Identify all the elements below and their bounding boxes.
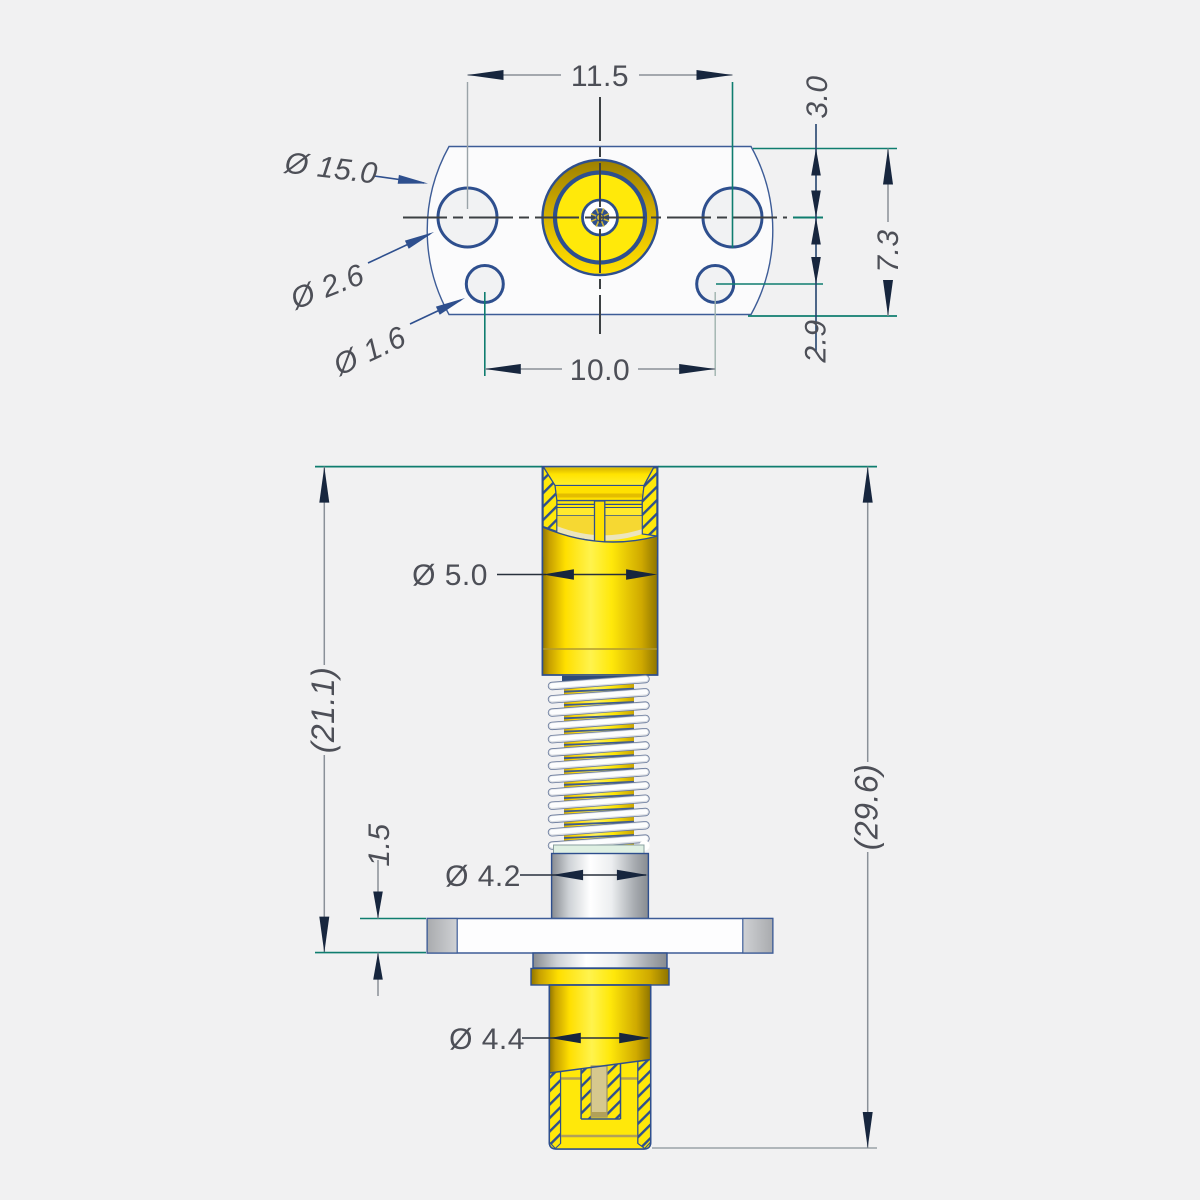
svg-text:11.5: 11.5 [571, 60, 629, 93]
svg-text:2.9: 2.9 [800, 319, 833, 363]
svg-text:7.3: 7.3 [872, 229, 905, 272]
svg-text:Ø 5.0: Ø 5.0 [412, 559, 488, 592]
svg-text:10.0: 10.0 [570, 354, 630, 387]
svg-text:Ø 4.4: Ø 4.4 [449, 1023, 525, 1056]
svg-text:1.5: 1.5 [363, 823, 396, 866]
svg-text:Ø 4.2: Ø 4.2 [445, 860, 521, 893]
svg-text:3.0: 3.0 [801, 75, 834, 118]
svg-text:(21.1): (21.1) [305, 667, 341, 754]
svg-text:(29.6): (29.6) [849, 764, 885, 851]
